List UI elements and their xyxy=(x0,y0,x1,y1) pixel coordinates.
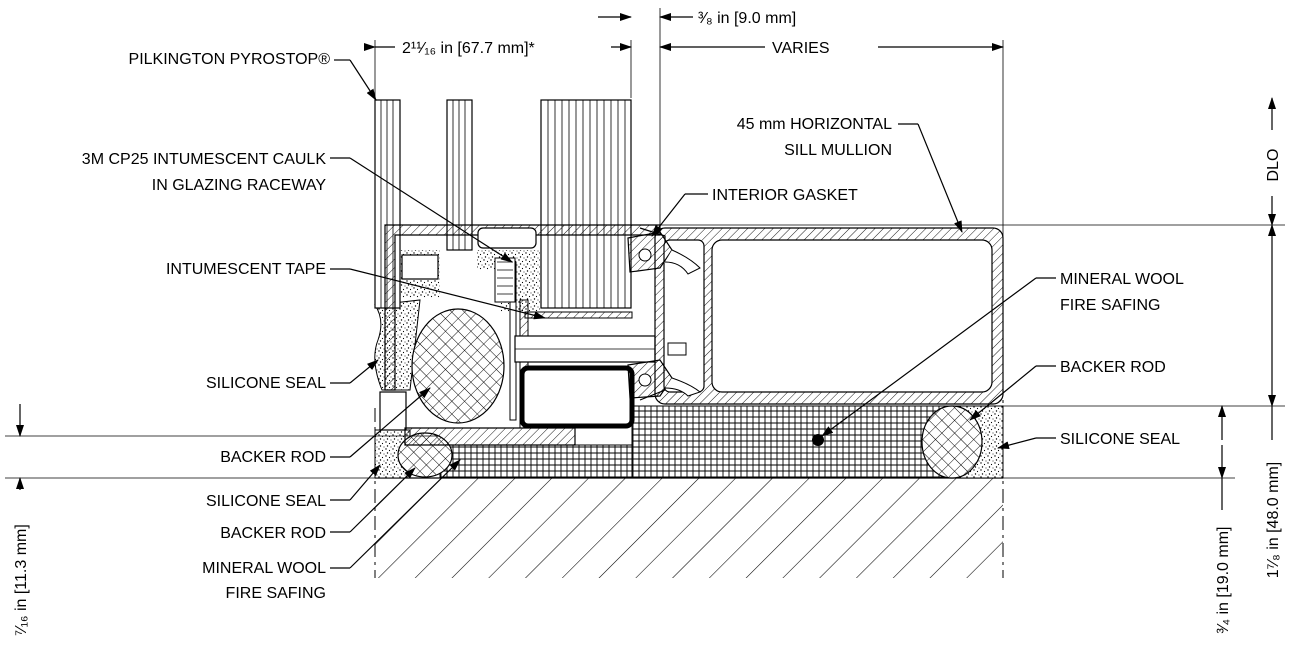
callout-silicone-seal-right: SILICONE SEAL xyxy=(997,431,1180,450)
callout-backer-rod-right: BACKER ROD xyxy=(969,359,1166,421)
callout-backer-rod-left-2: BACKER ROD xyxy=(220,467,416,542)
dim-left-joint-label: ⁷⁄₁₆ in [11.3 mm] xyxy=(13,524,30,636)
dim-joint-depth-label: ³⁄₄ in [19.0 mm] xyxy=(1215,526,1232,633)
callout-backer-rod-left-1: BACKER ROD xyxy=(220,387,431,466)
callout-mineral-wool-left: MINERAL WOOL FIRE SAFING xyxy=(202,459,461,602)
label-silicone-seal-lower: SILICONE SEAL xyxy=(206,493,326,510)
dim-glass-width-label: 2¹¹⁄₁₆ in [67.7 mm]* xyxy=(402,40,535,57)
callout-interior-gasket: INTERIOR GASKET xyxy=(651,187,858,237)
dimension-varies: VARIES xyxy=(659,40,1004,300)
callout-pyrostop: PILKINGTON PYROSTOP® xyxy=(129,51,377,101)
label-sill-mullion-line2: SILL MULLION xyxy=(784,142,892,159)
callout-intumescent-tape: INTUMESCENT TAPE xyxy=(166,261,546,320)
dimension-joint-depth: ³⁄₄ in [19.0 mm] xyxy=(1003,405,1235,634)
callout-mineral-wool-right: MINERAL WOOL FIRE SAFING xyxy=(821,271,1184,437)
label-interior-gasket: INTERIOR GASKET xyxy=(712,187,858,204)
label-silicone-seal-right: SILICONE SEAL xyxy=(1060,431,1180,448)
label-mineral-wool-left-line1: MINERAL WOOL xyxy=(202,560,326,577)
label-backer-rod-left-2: BACKER ROD xyxy=(220,525,326,542)
callout-silicone-seal-lower: SILICONE SEAL xyxy=(206,464,381,510)
dim-offset-label: ³⁄₈ in [9.0 mm] xyxy=(698,10,796,27)
label-caulk-line1: 3M CP25 INTUMESCENT CAULK xyxy=(82,151,327,168)
callout-sill-mullion: 45 mm HORIZONTAL SILL MULLION xyxy=(737,116,963,233)
label-mineral-wool-right-line1: MINERAL WOOL xyxy=(1060,271,1184,288)
backer-rods xyxy=(397,308,983,479)
label-tape: INTUMESCENT TAPE xyxy=(166,261,326,278)
dim-sill-height-label: 1⁷⁄₈ in [48.0 mm] xyxy=(1265,462,1282,578)
callout-intumescent-caulk: 3M CP25 INTUMESCENT CAULK IN GLAZING RAC… xyxy=(82,151,513,263)
label-backer-rod-right: BACKER ROD xyxy=(1060,359,1166,376)
label-mineral-wool-right-line2: FIRE SAFING xyxy=(1060,297,1160,314)
label-caulk-line2: IN GLAZING RACEWAY xyxy=(152,177,327,194)
label-mineral-wool-left-line2: FIRE SAFING xyxy=(226,585,326,602)
label-pyrostop: PILKINGTON PYROSTOP® xyxy=(129,51,331,68)
label-silicone-seal-upper: SILICONE SEAL xyxy=(206,375,326,392)
callout-silicone-seal-upper: SILICONE SEAL xyxy=(206,359,379,392)
sill-mullion xyxy=(654,227,1004,405)
label-backer-rod-left-1: BACKER ROD xyxy=(220,449,326,466)
dim-dlo-label: DLO xyxy=(1265,149,1282,182)
dimension-glass-width: 2¹¹⁄₁₆ in [67.7 mm]* xyxy=(364,40,632,98)
dimension-left-joint: ⁷⁄₁₆ in [11.3 mm] xyxy=(5,404,440,636)
dimension-dlo-and-sill: DLO 1⁷⁄₈ in [48.0 mm] xyxy=(660,97,1285,578)
dim-varies-label: VARIES xyxy=(772,40,830,57)
interior-gaskets xyxy=(627,231,702,399)
label-sill-mullion-line1: 45 mm HORIZONTAL xyxy=(737,116,892,133)
